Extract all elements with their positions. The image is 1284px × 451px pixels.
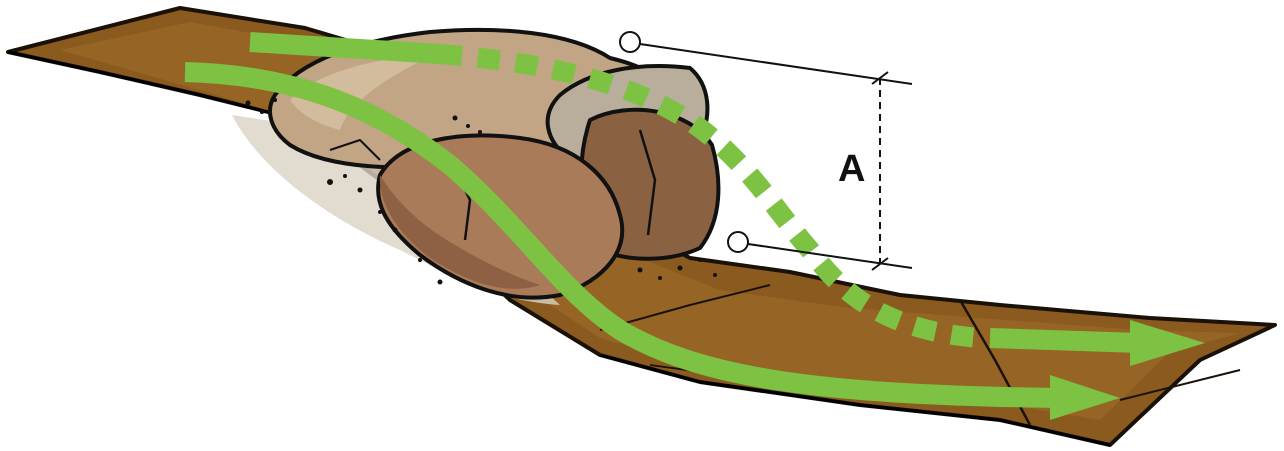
- height-label: A: [838, 148, 865, 190]
- height-marker-bottom-point: [728, 232, 748, 252]
- height-marker-top-point: [620, 32, 640, 52]
- route-over-solid-start: [250, 42, 440, 54]
- rock-cluster: [270, 30, 718, 298]
- route-over-solid-end: [990, 338, 1140, 343]
